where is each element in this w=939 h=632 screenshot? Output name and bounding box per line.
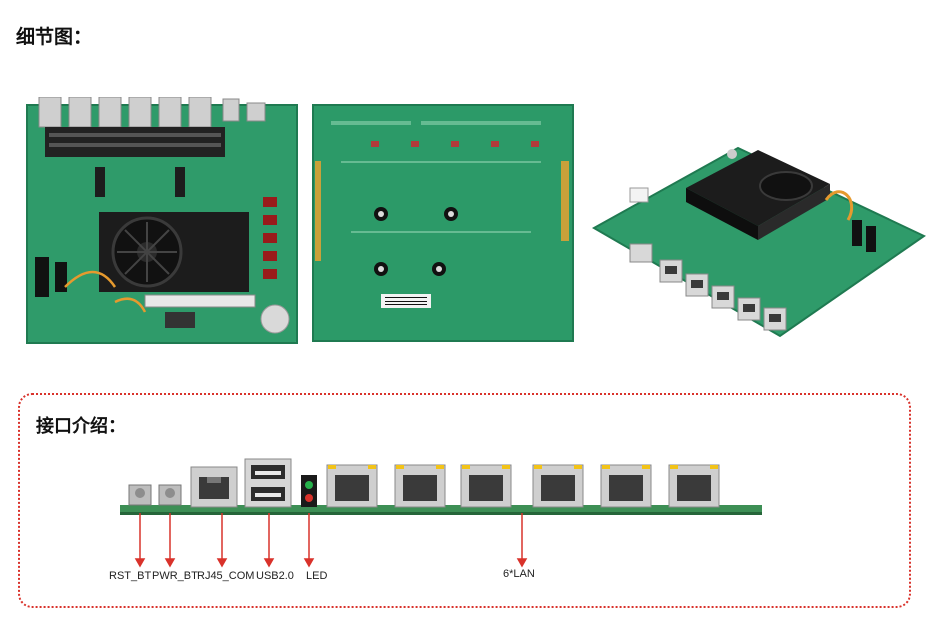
reset-button-part — [128, 484, 152, 506]
board-angled-view-photo — [591, 146, 926, 338]
io-panel-illustration — [120, 458, 762, 568]
interface-section-frame — [18, 393, 911, 608]
details-heading: 细节图： — [16, 26, 93, 48]
rj45-com-port-part — [190, 466, 238, 508]
board-top-view-photo — [26, 97, 298, 344]
power-button-part — [158, 484, 182, 506]
label-led: LED — [306, 570, 328, 582]
label-usb: USB2.0 — [256, 570, 294, 582]
usb-ports-part — [244, 458, 292, 508]
board-bottom-view-photo — [312, 104, 574, 342]
label-lan: 6*LAN — [503, 568, 535, 580]
label-rst-bt: RST_BT — [109, 570, 152, 582]
label-pwr-bt: PWR_BT — [152, 570, 198, 582]
led-indicator-part — [301, 475, 317, 507]
label-rj45-com: RJ45_COM — [197, 570, 255, 582]
lan-ports-part — [326, 464, 720, 508]
interface-heading: 接口介绍： — [36, 416, 126, 437]
